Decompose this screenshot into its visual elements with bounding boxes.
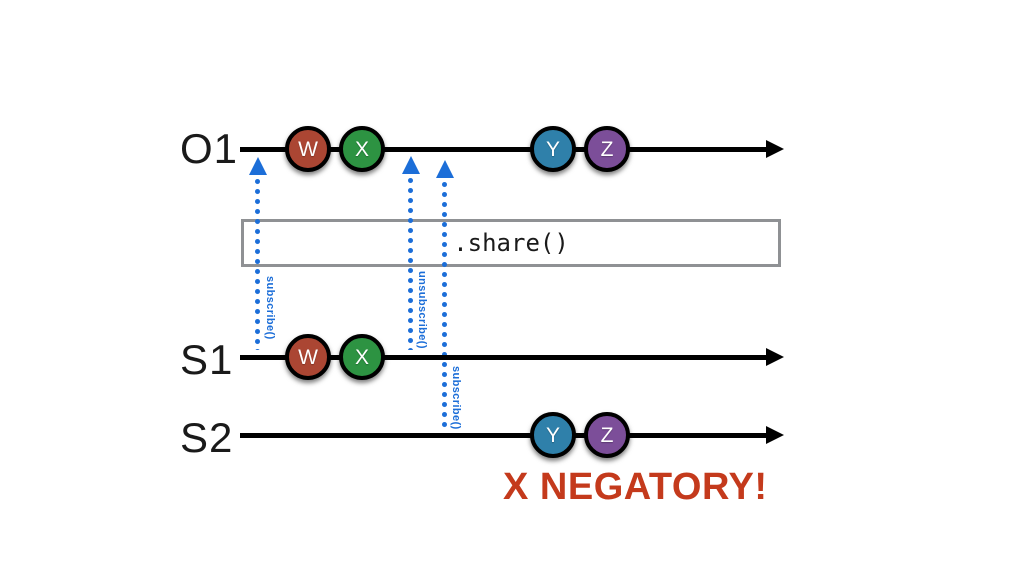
stream-label-s1: S1 xyxy=(180,336,234,383)
marble-o1-y: Y xyxy=(530,126,576,172)
share-operator-label: .share() xyxy=(453,229,569,257)
marble-o1-w: W xyxy=(285,126,331,172)
timeline-s1 xyxy=(240,355,768,360)
marble-letter: W xyxy=(298,345,318,369)
subscribe-arrow-2-label: subscribe() xyxy=(450,366,462,430)
negatory-caption: X NEGATORY! xyxy=(503,466,768,508)
stream-label-s2: S2 xyxy=(180,414,234,461)
marble-letter: W xyxy=(298,137,318,161)
subscribe-arrow-1-dotted-line xyxy=(255,179,260,350)
marble-s1-x: X xyxy=(339,334,385,380)
share-operator-box: .share() xyxy=(241,219,781,267)
marble-letter: Z xyxy=(600,423,614,447)
marble-s1-w: W xyxy=(285,334,331,380)
timeline-o1-arrowhead-icon xyxy=(766,140,784,158)
timeline-o1 xyxy=(240,147,768,152)
timeline-s2-arrowhead-icon xyxy=(766,426,784,444)
marble-letter: Y xyxy=(545,423,560,447)
subscribe-arrow-1-head-icon xyxy=(249,157,267,175)
marble-s2-y: Y xyxy=(530,412,576,458)
marble-letter: Y xyxy=(545,137,560,161)
marble-letter: X xyxy=(354,137,369,161)
timeline-s2 xyxy=(240,433,768,438)
subscribe-arrow-2-head-icon xyxy=(436,160,454,178)
marble-s2-z: Z xyxy=(584,412,630,458)
timeline-s1-arrowhead-icon xyxy=(766,348,784,366)
marble-o1-z: Z xyxy=(584,126,630,172)
unsubscribe-arrow-dotted-line xyxy=(408,178,413,350)
subscribe-arrow-2-dotted-line xyxy=(442,182,447,432)
marble-letter: Z xyxy=(600,137,614,161)
stream-label-o1: O1 xyxy=(180,125,239,172)
marble-o1-x: X xyxy=(339,126,385,172)
subscribe-arrow-1-label: subscribe() xyxy=(264,276,276,340)
unsubscribe-arrow-label: unsubscribe() xyxy=(416,271,428,349)
marble-letter: X xyxy=(354,345,369,369)
unsubscribe-arrow-head-icon xyxy=(402,156,420,174)
